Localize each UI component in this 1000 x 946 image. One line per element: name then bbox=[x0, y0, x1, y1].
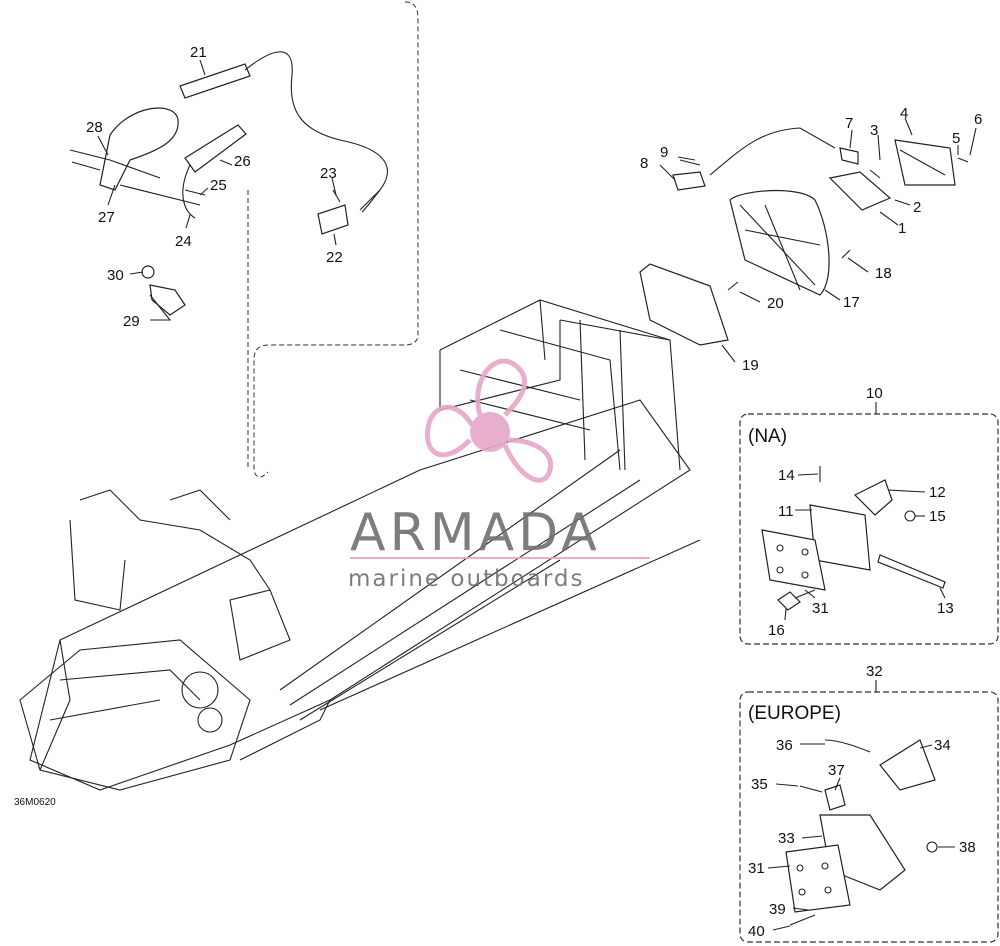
callout-27: 27 bbox=[98, 209, 115, 226]
callout-18: 18 bbox=[875, 265, 892, 282]
mirror-assembly bbox=[69, 107, 247, 219]
callout-38: 38 bbox=[959, 839, 976, 856]
callout-25: 25 bbox=[210, 177, 227, 194]
callout-37: 37 bbox=[828, 762, 845, 779]
propeller-hub bbox=[470, 412, 510, 452]
callout-17: 17 bbox=[843, 294, 860, 311]
callout-labels: 1 2 3 4 5 6 7 8 9 10 11 12 13 14 15 16 1… bbox=[86, 44, 982, 940]
callout-1: 1 bbox=[898, 220, 906, 237]
callout-13: 13 bbox=[937, 600, 954, 617]
callout-31-europe: 31 bbox=[748, 860, 765, 877]
callout-22: 22 bbox=[326, 249, 343, 266]
callout-21: 21 bbox=[190, 44, 207, 61]
heated-grip-harness bbox=[179, 51, 388, 235]
callout-34: 34 bbox=[934, 737, 951, 754]
callout-26: 26 bbox=[234, 153, 251, 170]
key-switch bbox=[141, 265, 186, 316]
callout-20: 20 bbox=[767, 295, 784, 312]
brand-name: ARMADA bbox=[350, 503, 601, 563]
callout-35: 35 bbox=[751, 776, 768, 793]
callout-29: 29 bbox=[123, 313, 140, 330]
callout-5: 5 bbox=[952, 130, 960, 147]
callout-19: 19 bbox=[742, 357, 759, 374]
propeller-blade-top bbox=[475, 358, 528, 417]
callout-31-na: 31 bbox=[812, 600, 829, 617]
callout-2: 2 bbox=[913, 199, 921, 216]
callout-4: 4 bbox=[900, 105, 908, 122]
propeller-blade-left bbox=[424, 404, 475, 458]
region-label-europe: (EUROPE) bbox=[748, 703, 841, 724]
callout-24: 24 bbox=[175, 233, 192, 250]
tail-light-assembly bbox=[639, 127, 969, 346]
europe-detail-box: (EUROPE) bbox=[739, 680, 999, 943]
callout-36: 36 bbox=[776, 737, 793, 754]
callout-30: 30 bbox=[107, 267, 124, 284]
callout-16: 16 bbox=[768, 622, 785, 639]
callout-9: 9 bbox=[660, 144, 668, 161]
callout-12: 12 bbox=[929, 484, 946, 501]
drawing-code: 36M0620 bbox=[14, 797, 56, 808]
callout-33: 33 bbox=[778, 830, 795, 847]
callout-15: 15 bbox=[929, 508, 946, 525]
callout-6: 6 bbox=[974, 111, 982, 128]
callout-28: 28 bbox=[86, 119, 103, 136]
callout-40: 40 bbox=[748, 923, 765, 940]
callout-10: 10 bbox=[866, 385, 883, 402]
callout-11: 11 bbox=[778, 503, 794, 520]
callout-32: 32 bbox=[866, 663, 883, 680]
na-detail-box: (NA) bbox=[739, 402, 999, 645]
callout-7: 7 bbox=[845, 115, 853, 132]
armada-logo: ARMADA marine outboards bbox=[348, 358, 650, 592]
propeller-blade-right bbox=[502, 437, 554, 483]
vehicle-frame-illustration bbox=[19, 299, 701, 791]
callout-23: 23 bbox=[320, 165, 337, 182]
callout-8: 8 bbox=[640, 155, 648, 172]
region-label-na: (NA) bbox=[748, 426, 787, 447]
callout-14: 14 bbox=[778, 467, 795, 484]
callout-39: 39 bbox=[769, 901, 786, 918]
leader-lines bbox=[97, 59, 977, 931]
mirror-group-outline bbox=[253, 1, 419, 478]
brand-tagline: marine outboards bbox=[348, 566, 584, 592]
callout-3: 3 bbox=[870, 122, 878, 139]
